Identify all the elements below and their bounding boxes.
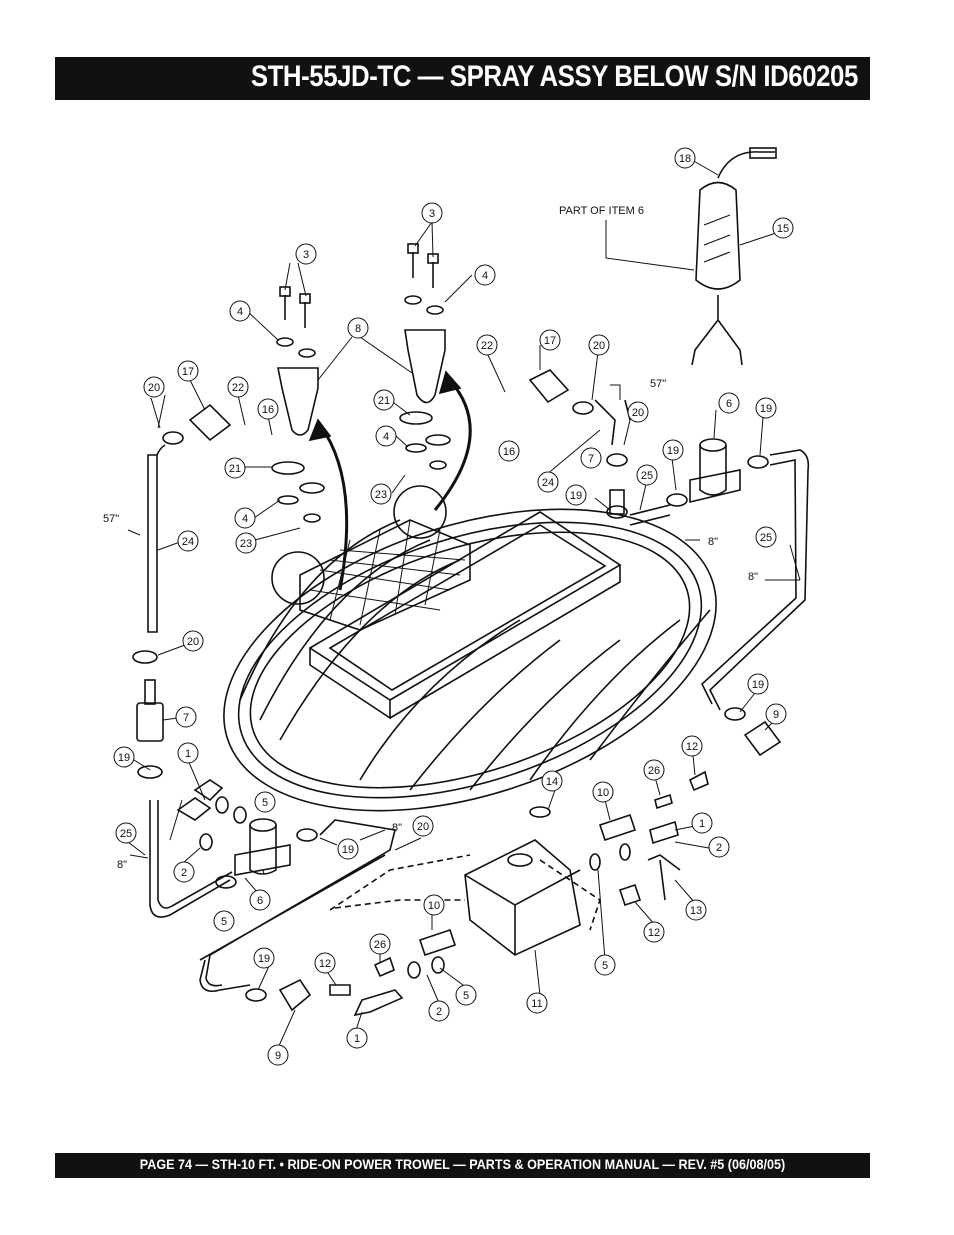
callout-label: 19 xyxy=(342,844,354,856)
basket xyxy=(299,519,471,631)
callout-label: 20 xyxy=(148,382,160,394)
callout-label: 1 xyxy=(699,818,705,830)
callout-label: 2 xyxy=(181,867,187,879)
page-footer: PAGE 74 — STH-10 FT. • RIDE-ON POWER TRO… xyxy=(139,1156,786,1172)
callout-label: 20 xyxy=(187,636,199,648)
callout-label: 23 xyxy=(375,489,387,501)
callout-label: 23 xyxy=(240,538,252,550)
callout-label: 26 xyxy=(374,939,386,951)
callout-label: 1 xyxy=(354,1033,360,1045)
callout-label: 25 xyxy=(641,470,653,482)
length-label: 8" xyxy=(392,822,402,834)
pump-6-top xyxy=(699,445,727,496)
callout-label: 12 xyxy=(686,741,698,753)
callout-label: 26 xyxy=(648,765,660,777)
callout-label: 3 xyxy=(429,208,435,220)
callout-label: 21 xyxy=(378,395,390,407)
callout-label: 19 xyxy=(667,445,679,457)
callout-label: 14 xyxy=(546,776,558,788)
callout-label: 10 xyxy=(428,900,440,912)
callout-label: 19 xyxy=(570,490,582,502)
length-label: 57" xyxy=(650,378,666,390)
callout-label: 20 xyxy=(632,407,644,419)
frame-top xyxy=(308,511,622,701)
strainer-7 xyxy=(136,702,164,742)
callout-label: 21 xyxy=(229,463,241,475)
callout-label: 5 xyxy=(463,990,469,1002)
callout-label: 5 xyxy=(262,797,268,809)
callout-label: 11 xyxy=(531,998,542,1010)
hose-25-left xyxy=(149,800,233,918)
callout-label: 4 xyxy=(237,306,243,318)
callout-label: 4 xyxy=(242,513,248,525)
note-part-of-item-6: PART OF ITEM 6 xyxy=(559,205,644,217)
callout-label: 6 xyxy=(257,895,263,907)
callout-label: 1 xyxy=(185,748,191,760)
page-title: STH-55JD-TC — SPRAY ASSY BELOW S/N ID602… xyxy=(250,60,858,93)
callout-label: 25 xyxy=(760,532,772,544)
length-label: 8" xyxy=(748,571,758,583)
callout-label: 5 xyxy=(602,960,608,972)
callout-label: 2 xyxy=(716,842,722,854)
callout-label: 2 xyxy=(436,1006,442,1018)
callout-label: 24 xyxy=(542,477,554,489)
length-label: 8" xyxy=(708,536,718,548)
guard-ring-inner xyxy=(237,521,703,799)
callout-label: 19 xyxy=(760,403,772,415)
callout-label: 8 xyxy=(355,323,361,335)
callout-label: 19 xyxy=(752,679,764,691)
hose-24-left xyxy=(147,454,158,633)
callout-label: 4 xyxy=(482,270,488,282)
callout-label: 4 xyxy=(383,431,389,443)
callout-label: 20 xyxy=(417,821,429,833)
callout-label: 19 xyxy=(118,752,130,764)
callout-label: 22 xyxy=(232,382,244,394)
callout-label: 5 xyxy=(221,916,227,928)
callout-label: 25 xyxy=(120,828,132,840)
length-label: 8" xyxy=(117,859,127,871)
filter-bottle xyxy=(695,181,741,290)
guard-ring-outer xyxy=(223,508,717,812)
bracket-left xyxy=(277,367,319,436)
bracket-right xyxy=(404,329,446,404)
callout-label: 12 xyxy=(648,927,660,939)
callout-label: 15 xyxy=(777,223,789,235)
callout-label: 7 xyxy=(588,453,594,465)
callout-label: 16 xyxy=(503,446,515,458)
callout-label: 16 xyxy=(262,404,274,416)
tank-11 xyxy=(464,839,581,956)
callout-label: 7 xyxy=(183,712,189,724)
callout-label: 3 xyxy=(303,249,309,261)
callout-label: 17 xyxy=(182,366,194,378)
detail-circle-right xyxy=(393,485,447,539)
hose-25-right xyxy=(709,449,810,711)
title-bar: STH-55JD-TC — SPRAY ASSY BELOW S/N ID602… xyxy=(55,57,870,100)
callout-label: 9 xyxy=(773,709,779,721)
callout-label: 18 xyxy=(679,153,691,165)
callout-label: 22 xyxy=(481,340,493,352)
callout-label: 10 xyxy=(597,787,609,799)
callout-label: 12 xyxy=(319,958,331,970)
detail-circle-left xyxy=(271,551,325,605)
callout-label: 6 xyxy=(726,398,732,410)
callout-numbers: 18 15 3 3 4 4 8 17 22 20 21 16 20 17 22 … xyxy=(118,153,789,1062)
callout-label: 17 xyxy=(544,335,556,347)
footer-bar: PAGE 74 — STH-10 FT. • RIDE-ON POWER TRO… xyxy=(55,1153,870,1178)
callout-label: 19 xyxy=(258,953,270,965)
length-label: 57" xyxy=(103,513,119,525)
callout-label: 13 xyxy=(690,905,702,917)
callout-label: 9 xyxy=(275,1050,281,1062)
callout-label: 20 xyxy=(593,340,605,352)
pump-6-left xyxy=(249,825,277,875)
callout-label: 24 xyxy=(182,536,194,548)
